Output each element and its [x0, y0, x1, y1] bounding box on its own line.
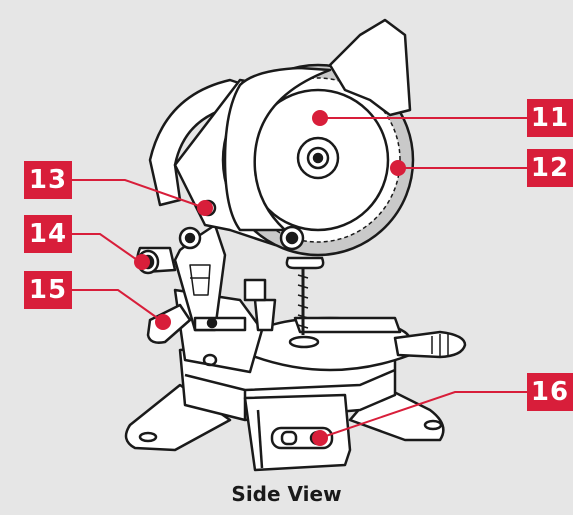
anchor-16 — [312, 430, 328, 446]
blade-assembly — [221, 18, 415, 257]
saw-arm — [136, 223, 277, 374]
leader-13 — [72, 179, 206, 209]
callout-11: 11 — [527, 99, 573, 137]
callout-13: 13 — [24, 161, 72, 199]
anchor-13 — [197, 200, 213, 216]
leader-16 — [319, 391, 528, 439]
callout-14: 14 — [24, 215, 72, 253]
saw-base — [124, 316, 467, 472]
leader-14 — [72, 233, 141, 263]
anchor-12 — [390, 160, 406, 176]
callout-15: 15 — [24, 271, 72, 309]
leader-15 — [72, 289, 164, 323]
callout-leaders — [72, 117, 528, 439]
callout-anchors — [134, 110, 406, 446]
anchor-14 — [134, 254, 150, 270]
diagram-caption: Side View — [231, 482, 342, 506]
depth-stop — [285, 256, 325, 349]
anchor-15 — [155, 314, 171, 330]
anchor-11 — [312, 110, 328, 126]
callout-12: 12 — [527, 149, 573, 187]
callout-16: 16 — [527, 373, 573, 411]
